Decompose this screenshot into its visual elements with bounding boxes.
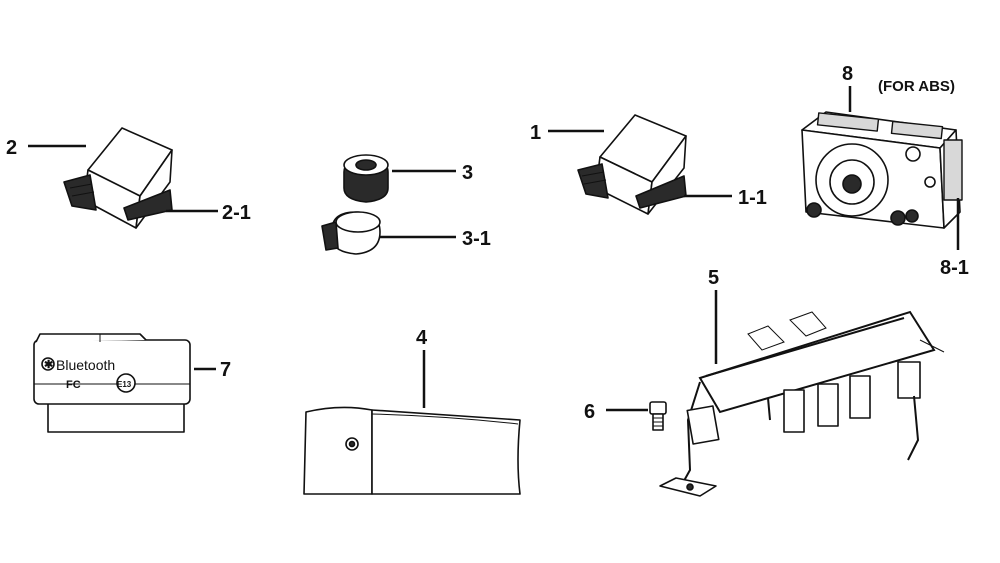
part-2-relay (63, 127, 173, 229)
callout-8: 8 (842, 63, 853, 85)
callout-2-1: 2-1 (222, 202, 251, 224)
svg-text:✱: ✱ (44, 359, 53, 371)
callout-4: 4 (416, 327, 428, 349)
callout-3: 3 (462, 162, 473, 184)
callout-7: 7 (220, 359, 231, 381)
callout-1: 1 (530, 122, 541, 144)
callout-8-1: 8-1 (940, 257, 969, 279)
part-1-relay (577, 114, 687, 215)
part-3-grommet (343, 154, 389, 203)
for-abs-note: (FOR ABS) (878, 78, 955, 95)
callout-1-1: 1-1 (738, 187, 767, 209)
leader-lines (28, 86, 960, 412)
cert-marking: E13 (117, 380, 132, 389)
callout-2: 2 (6, 137, 17, 159)
part-5-bracket (659, 310, 945, 497)
callout-3-1: 3-1 (462, 228, 491, 250)
bluetooth-marking: Bluetooth (56, 357, 115, 373)
part-7-bluetooth-module: ✱ Bluetooth FC E13 (33, 333, 191, 433)
part-3-1-cap (321, 211, 381, 255)
part-4-cover (303, 406, 521, 495)
part-6-bolt (649, 401, 667, 431)
part-8-abs-unit (801, 111, 963, 229)
callout-6: 6 (584, 401, 595, 423)
fcc-marking: FC (66, 379, 81, 391)
callout-5: 5 (708, 267, 719, 289)
